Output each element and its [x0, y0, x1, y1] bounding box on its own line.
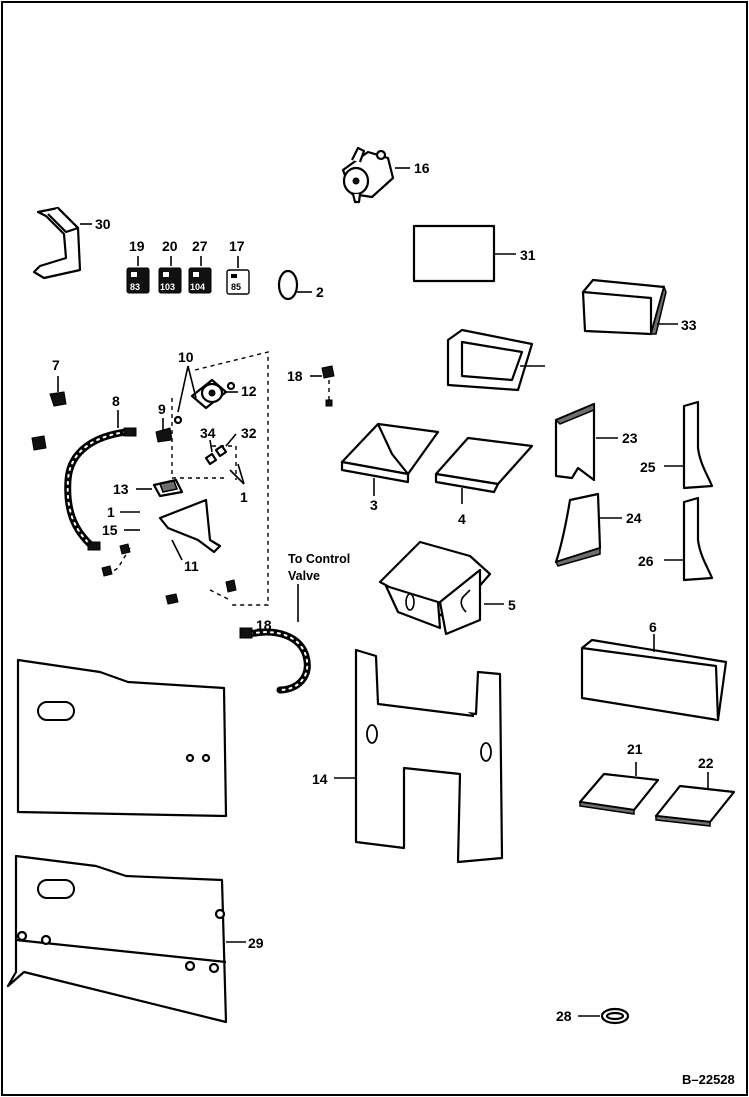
part-4-pad: [434, 436, 534, 494]
callout-19: 19: [129, 238, 145, 254]
callout-18a: 18: [287, 368, 303, 384]
part-14-floor-plate: [354, 648, 504, 864]
decal-17: 85: [226, 269, 250, 295]
part-tray: [446, 328, 545, 392]
callout-22: 22: [698, 755, 714, 771]
part-33-cushion: [581, 278, 667, 336]
callout-7: 7: [52, 357, 60, 373]
reference-number: B–22528: [682, 1072, 735, 1087]
note-line-1: To Control: [288, 552, 350, 566]
svg-text:83: 83: [130, 282, 140, 292]
part-28-clamp: [600, 1007, 630, 1025]
callout-1a: 1: [240, 489, 248, 505]
callout-14: 14: [312, 771, 328, 787]
part-6-block: [580, 638, 728, 722]
part-18-bolt: [321, 365, 335, 407]
callout-9: 9: [158, 401, 166, 417]
part-23-panel: [554, 402, 596, 482]
callout-29: 29: [248, 935, 264, 951]
callout-30: 30: [95, 216, 111, 232]
callout-3: 3: [370, 497, 378, 513]
callout-1b: 1: [107, 504, 115, 520]
callout-16: 16: [414, 160, 430, 176]
callout-20: 20: [162, 238, 178, 254]
callout-34: 34: [200, 425, 216, 441]
part-30-bracket: [32, 206, 82, 280]
part-2-o-ring: [277, 269, 299, 301]
part-16-horn: [341, 146, 395, 204]
callout-11: 11: [184, 558, 199, 574]
part-5-bracket: [378, 540, 492, 636]
callout-25: 25: [640, 459, 656, 475]
note-line-2: Valve: [288, 569, 320, 583]
part-8-hose: [64, 427, 137, 551]
callout-6: 6: [649, 619, 657, 635]
callout-8: 8: [112, 393, 120, 409]
decal-20: 103: [158, 267, 182, 294]
callout-4: 4: [458, 511, 466, 527]
part-29-kick-plate: [6, 854, 228, 1024]
callout-17: 17: [229, 238, 245, 254]
svg-text:103: 103: [160, 282, 175, 292]
callout-26: 26: [638, 553, 654, 569]
fitting-left: [31, 435, 47, 451]
callout-12: 12: [241, 383, 257, 399]
part-18-hose: [239, 627, 311, 694]
callout-31: 31: [520, 247, 536, 263]
callout-5: 5: [508, 597, 516, 613]
svg-text:104: 104: [190, 282, 205, 292]
part-7-bolt: [49, 376, 67, 407]
callout-21: 21: [627, 741, 643, 757]
callout-27: 27: [192, 238, 208, 254]
part-26-post: [682, 496, 714, 582]
part-22-pad: [654, 784, 736, 827]
svg-text:85: 85: [231, 282, 241, 292]
callout-23: 23: [622, 430, 638, 446]
callout-10: 10: [178, 349, 194, 365]
part-3-pad: [340, 422, 440, 484]
callout-24: 24: [626, 510, 642, 526]
callout-15: 15: [102, 522, 118, 538]
part-24-panel: [554, 492, 602, 567]
decal-19: 83: [126, 267, 150, 294]
callout-33: 33: [681, 317, 697, 333]
part-door-panel: [16, 658, 228, 818]
decal-27: 104: [188, 267, 212, 294]
callout-18b: 18: [256, 617, 272, 633]
callout-28: 28: [556, 1008, 572, 1024]
callout-13: 13: [113, 481, 129, 497]
part-31-panel: [412, 224, 496, 283]
part-21-pad: [578, 772, 660, 815]
callout-32: 32: [241, 425, 257, 441]
part-25-post: [682, 400, 714, 490]
callout-2: 2: [316, 284, 324, 300]
